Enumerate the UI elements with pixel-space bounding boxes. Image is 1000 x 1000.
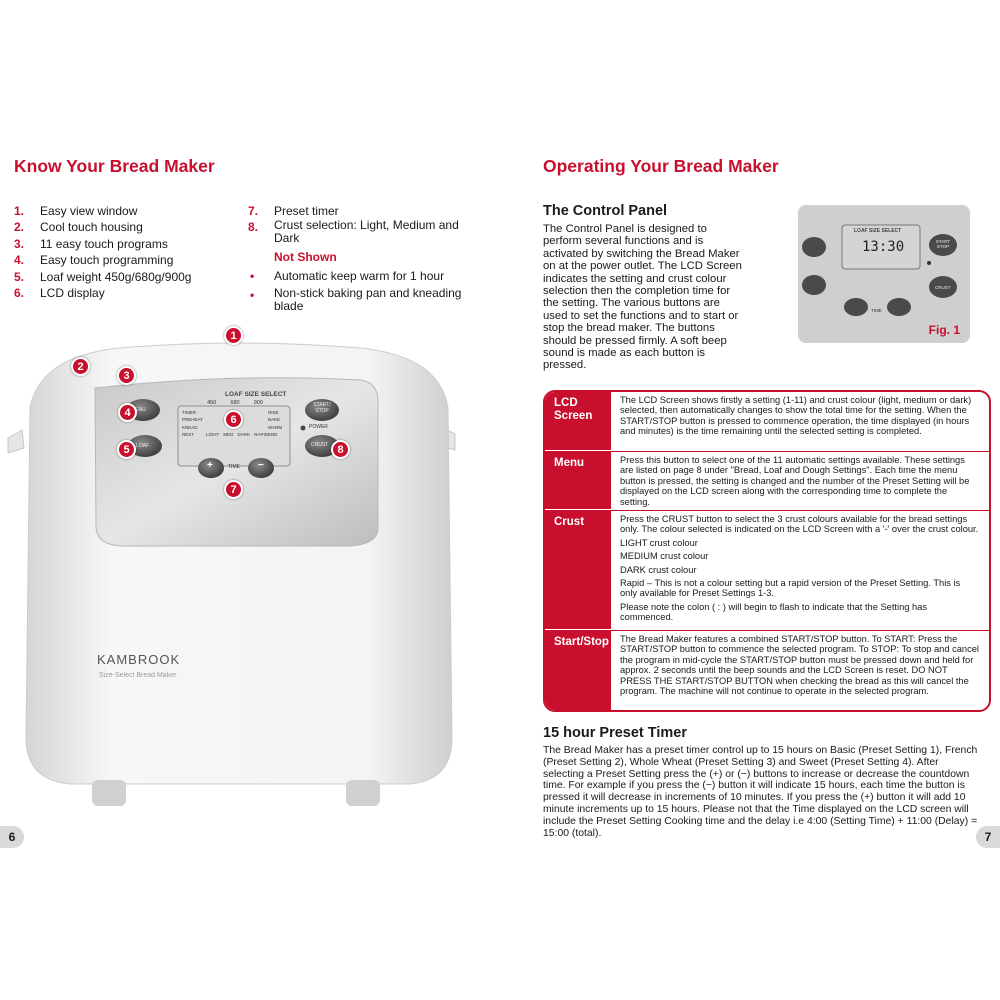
preset-timer-text: The Bread Maker has a preset timer contr… <box>543 745 978 839</box>
feature-item: 8.Crust selection: Light, Medium and Dar… <box>248 218 459 246</box>
figure-start-button: START STOP <box>935 239 951 249</box>
figure-crust-button: CRUST <box>935 285 951 290</box>
panel-title: LOAF SIZE SELECT <box>225 391 287 398</box>
time-label: TIME <box>228 464 240 470</box>
figure-time-label: TIME <box>871 308 882 313</box>
feature-item: 2.Cool touch housing <box>14 220 143 235</box>
callout-4: 4 <box>118 403 137 422</box>
table-row: Crust Press the CRUST button to select t… <box>545 511 989 631</box>
row-description: Press this button to select one of the 1… <box>620 455 970 507</box>
preset-timer-heading: 15 hour Preset Timer <box>543 725 687 741</box>
table-row: Start/Stop The Bread Maker features a co… <box>545 631 989 710</box>
power-label: POWER <box>309 424 328 430</box>
feature-item: 4.Easy touch programming <box>14 253 174 268</box>
size-900: 900 <box>253 400 263 406</box>
feature-item: 5.Loaf weight 450g/680g/900g <box>14 269 192 284</box>
left-page: Know Your Bread Maker 1.Easy view window… <box>0 156 468 848</box>
control-panel-figure: LOAF SIZE SELECT 13:30 START STOP CRUST … <box>798 205 970 343</box>
loaf-button[interactable]: LOAF <box>136 443 150 449</box>
size-450: 450 <box>207 400 217 406</box>
model-name: Size-Select Bread Maker <box>99 672 177 679</box>
brand-logo: KAMBROOK <box>97 652 181 667</box>
figure-panel-title: LOAF SIZE SELECT <box>854 228 902 234</box>
plus-button[interactable]: + <box>207 460 213 471</box>
feature-item: 7.Preset timer <box>248 204 339 218</box>
page-heading: Operating Your Bread Maker <box>543 156 779 176</box>
row-description: The LCD Screen shows firstly a setting (… <box>620 395 972 437</box>
table-row: Menu Press this button to select one of … <box>545 452 989 511</box>
feature-item: 3.11 easy touch programs <box>14 236 168 251</box>
figure-lcd-time: 13:30 <box>862 239 905 255</box>
lcd-crust-labels: LIGHT MED DARK RAPID <box>206 432 268 437</box>
size-680: 680 <box>230 400 240 406</box>
start-stop-button[interactable]: START/ STOP <box>313 402 331 414</box>
row-label: Menu <box>545 452 611 510</box>
not-shown-item: •Non-stick baking pan and kneading blade <box>250 286 462 314</box>
page-number: 7 <box>976 826 1000 848</box>
control-panel-text: The Control Panel is designed to perform… <box>543 223 742 372</box>
lcd-left-labels: TIMER PREHEAT KNEAD REST <box>182 410 203 437</box>
minus-button[interactable]: − <box>258 460 264 471</box>
callout-1: 1 <box>224 326 243 345</box>
callout-7: 7 <box>224 480 243 499</box>
row-description: Press the CRUST button to select the 3 c… <box>620 514 979 623</box>
row-label: LCD Screen <box>545 392 611 451</box>
table-row: LCD Screen The LCD Screen shows firstly … <box>545 392 989 452</box>
control-panel-heading: The Control Panel <box>543 203 668 219</box>
control-panel-table: LCD Screen The LCD Screen shows firstly … <box>543 390 991 712</box>
lcd-right-labels: RISE BAKE WARM END <box>268 410 283 437</box>
right-page: Operating Your Bread Maker The Control P… <box>500 0 1000 1000</box>
callout-6: 6 <box>224 410 243 429</box>
figure-caption: Fig. 1 <box>928 323 960 337</box>
page-number: 6 <box>0 826 24 848</box>
callout-5: 5 <box>117 440 136 459</box>
control-panel-photo <box>798 205 970 343</box>
callout-8: 8 <box>331 440 350 459</box>
feature-list-1: 1.Easy view window 2.Cool touch housing … <box>14 203 244 301</box>
row-label: Crust <box>545 511 611 630</box>
not-shown-item: •Automatic keep warm for 1 hour <box>250 268 445 283</box>
callout-3: 3 <box>117 366 136 385</box>
row-description: The Bread Maker features a combined STAR… <box>620 634 979 697</box>
row-label: Start/Stop <box>545 631 611 710</box>
feature-item: 6.LCD display <box>14 286 105 301</box>
callout-2: 2 <box>71 357 90 376</box>
menu-button[interactable]: MENU <box>131 407 146 413</box>
not-shown-heading: Not Shown <box>274 250 337 265</box>
loaf-sizes: 450 680 900 <box>200 400 270 406</box>
feature-item: 1.Easy view window <box>14 204 138 218</box>
page-heading: Know Your Bread Maker <box>14 156 215 176</box>
crust-button[interactable]: CRUST <box>311 442 329 448</box>
feature-list-2: 7.Preset timer 8.Crust selection: Light,… <box>248 203 468 313</box>
